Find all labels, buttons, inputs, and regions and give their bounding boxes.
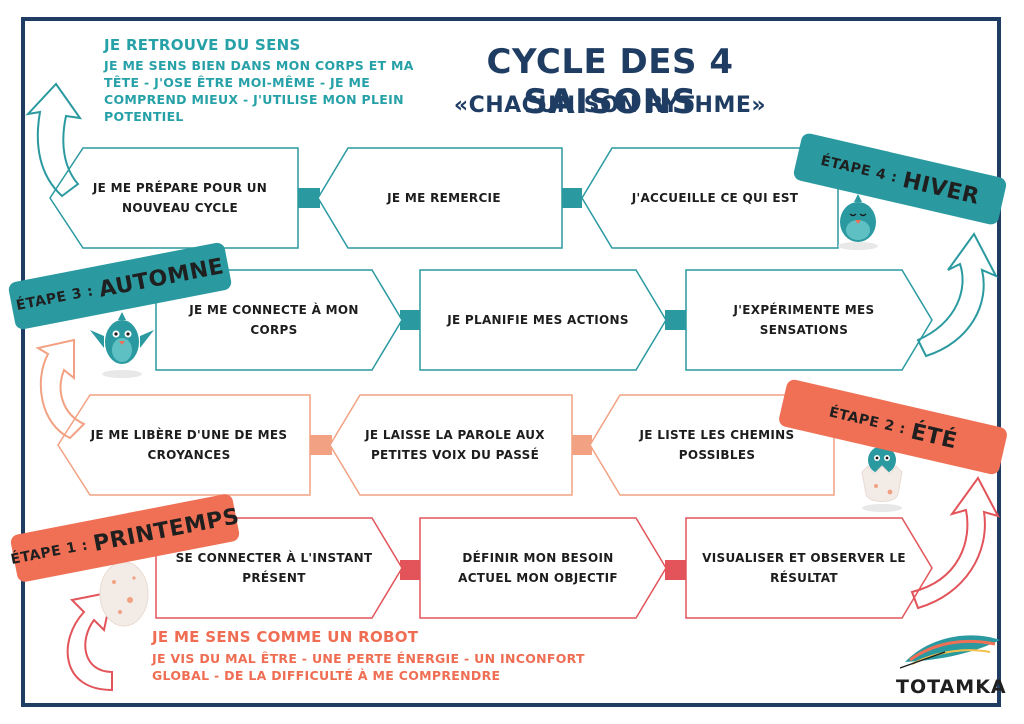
step-box-outline <box>155 269 403 371</box>
connector <box>400 560 422 580</box>
diagram-title: CYCLE DES 4 SAISONS <box>486 42 734 122</box>
top-note-body: JE ME SENS BIEN DANS MON CORPS ET MA TÊT… <box>104 58 414 124</box>
connector <box>298 188 320 208</box>
sleeping-bird-illustration <box>838 194 878 250</box>
connector <box>400 310 422 330</box>
connectors <box>298 188 687 580</box>
step-box-outline <box>317 147 563 249</box>
arrow-summer <box>910 476 1000 610</box>
step-plan-actions: JE PLANIFIE MES ACTIONS <box>447 313 629 327</box>
step-box-outline <box>419 269 667 371</box>
connector <box>570 435 592 455</box>
step-connect-present: SE CONNECTER À L'INSTANT PRÉSENT <box>175 551 373 585</box>
egg-illustration <box>99 561 149 627</box>
top-note-heading: JE RETROUVE DU SENS <box>104 36 301 54</box>
stage-4-name: HIVER <box>900 167 982 210</box>
arrow-end <box>25 82 83 198</box>
diagram-subtitle: «CHACUN SON RYTHME» <box>453 93 767 118</box>
connector <box>665 560 687 580</box>
arrow-autumn <box>35 338 86 440</box>
arrow-winter <box>916 232 999 358</box>
stage-1-prefix: ÉTAPE 1 : <box>9 537 90 569</box>
connector <box>560 188 582 208</box>
step-experience-sensations: J'EXPÉRIMENTE MES SENSATIONS <box>733 303 875 337</box>
step-release-belief: JE ME LIBÈRE D'UNE DE MES CROYANCES <box>90 428 288 462</box>
arrow-start <box>66 590 114 692</box>
connector <box>310 435 332 455</box>
stage-4-prefix: ÉTAPE 4 : <box>819 152 899 187</box>
step-voices-past: JE LAISSE LA PAROLE AUX PETITES VOIX DU … <box>365 428 545 462</box>
step-box-outline <box>685 269 933 371</box>
hatching-bird-illustration <box>861 446 903 512</box>
step-welcome-what-is: J'ACCUEILLE CE QUI EST <box>631 191 799 205</box>
step-box-outline <box>419 517 667 619</box>
bottom-note-heading: JE ME SENS COMME UN ROBOT <box>152 628 419 646</box>
bird-illustration <box>90 312 154 378</box>
step-box-outline <box>57 394 311 496</box>
step-connect-body: JE ME CONNECTE À MON CORPS <box>189 303 359 337</box>
stage-2-name: ÉTÉ <box>908 419 960 454</box>
connector <box>665 310 687 330</box>
feather-logo-icon <box>899 635 1000 669</box>
stage-3-prefix: ÉTAPE 3 : <box>14 283 95 314</box>
step-box-outline <box>685 517 933 619</box>
step-list-paths: JE LISTE LES CHEMINS POSSIBLES <box>639 428 795 462</box>
page-frame <box>21 17 1001 707</box>
step-prepare-new-cycle: JE ME PRÉPARE POUR UN NOUVEAU CYCLE <box>92 181 268 215</box>
bottom-note-body: JE VIS DU MAL ÊTRE - UNE PERTE ÉNERGIE -… <box>152 651 585 683</box>
step-define-need: DÉFINIR MON BESOIN ACTUEL MON OBJECTIF <box>458 551 618 585</box>
step-visualize-result: VISUALISER ET OBSERVER LE RÉSULTAT <box>702 551 906 585</box>
step-box-outline <box>329 394 573 496</box>
brand-logo-text: TOTAMKA <box>896 676 1007 698</box>
step-thank-myself: JE ME REMERCIE <box>387 191 501 205</box>
stage-2-prefix: ÉTAPE 2 : <box>827 404 908 438</box>
